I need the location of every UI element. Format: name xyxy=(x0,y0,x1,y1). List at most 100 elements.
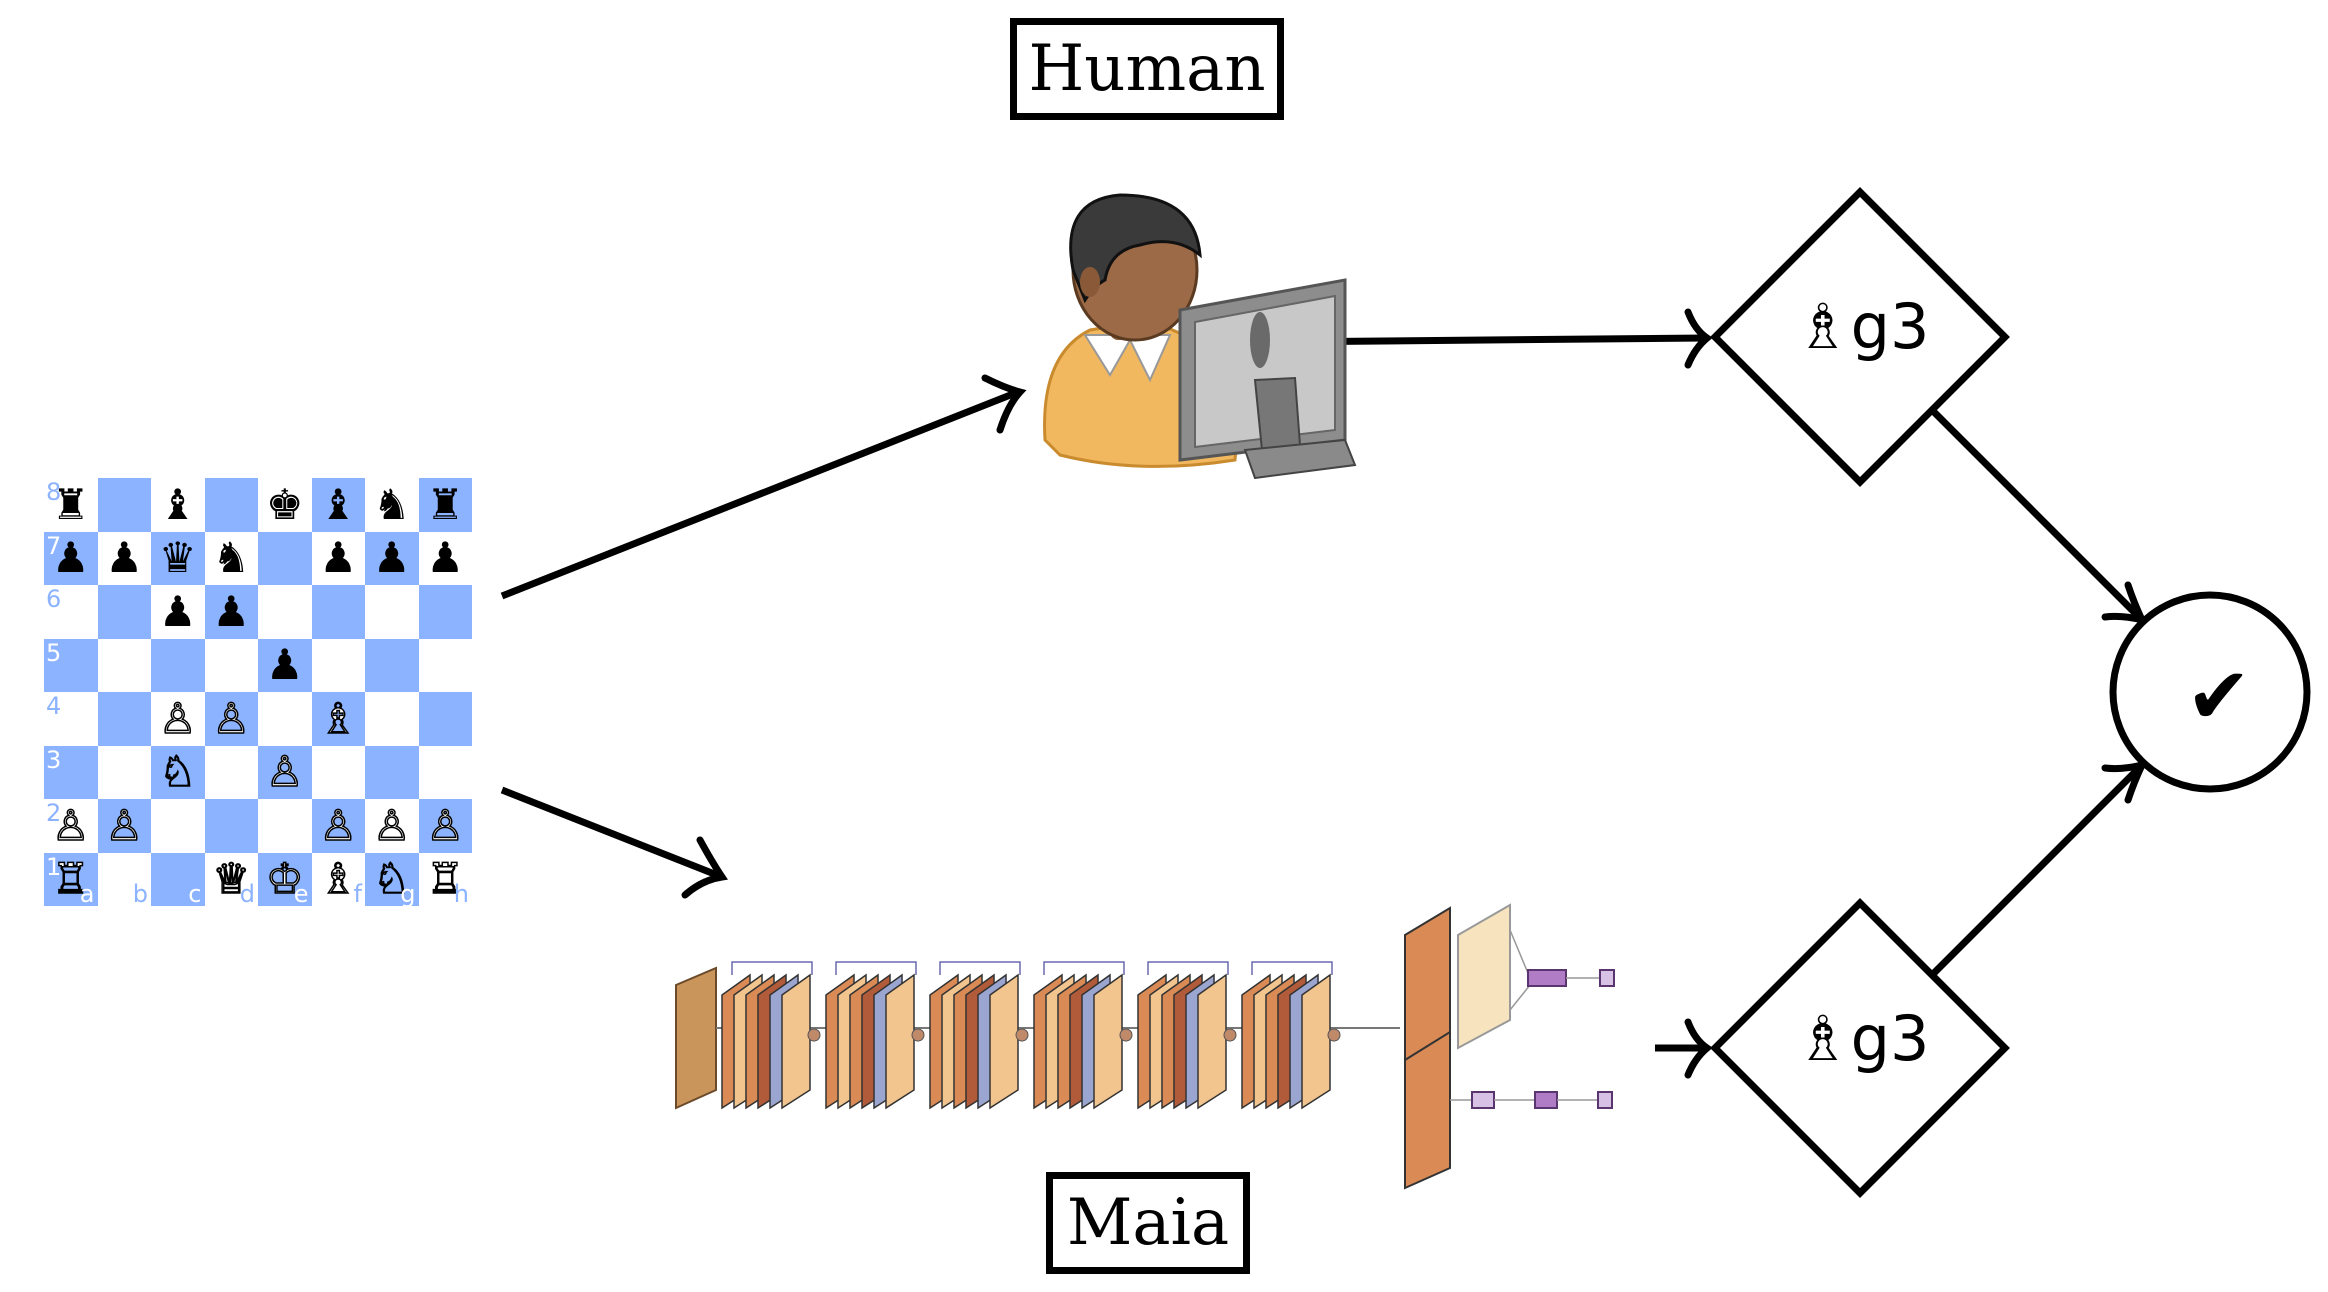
file-label: a xyxy=(79,880,95,906)
chess-piece: ♙ xyxy=(158,693,197,743)
board-square-e7 xyxy=(258,531,312,585)
rank-label: 7 xyxy=(46,531,62,560)
board-square-c4: ♙ xyxy=(151,692,205,746)
board-square-b2: ♙ xyxy=(97,799,151,853)
board-square-h4 xyxy=(418,692,472,746)
skip-connection xyxy=(731,961,813,975)
network-layer xyxy=(781,973,811,1110)
board-square-e5: ♟ xyxy=(258,638,312,692)
chess-piece: ♟ xyxy=(105,533,144,583)
file-label: h xyxy=(453,880,469,906)
board-square-f4: ♗ xyxy=(311,692,365,746)
board-square-a3: 3 xyxy=(44,745,98,799)
board-square-g3 xyxy=(365,745,419,799)
arrow-top-to-check xyxy=(1929,407,2149,626)
arrow-bottom-to-check xyxy=(1929,759,2149,978)
skip-connection-node xyxy=(911,1028,925,1042)
rank-label: 6 xyxy=(46,585,62,613)
chess-piece: ♗ xyxy=(319,854,358,904)
board-square-d1: ♕d xyxy=(204,852,258,906)
board-square-f2: ♙ xyxy=(311,799,365,853)
board-square-b1: b xyxy=(97,852,151,906)
board-square-h3 xyxy=(418,745,472,799)
board-square-d5 xyxy=(204,638,258,692)
board-square-g8: ♞ xyxy=(365,478,419,532)
move-label-top: ♗g3 xyxy=(1795,290,1930,363)
board-square-a6: 6 xyxy=(44,585,98,639)
board-square-f5 xyxy=(311,638,365,692)
chess-piece: ♗ xyxy=(319,693,358,743)
result-circle xyxy=(2109,591,2311,793)
skip-connection-node xyxy=(1015,1028,1029,1042)
skip-connection-node xyxy=(1327,1028,1341,1042)
file-label: d xyxy=(239,880,255,906)
board-square-b3 xyxy=(97,745,151,799)
board-square-h7: ♟ xyxy=(418,531,472,585)
file-label: f xyxy=(353,880,362,906)
chess-piece: ♟ xyxy=(265,640,304,690)
network-layer xyxy=(1301,973,1331,1110)
board-square-c7: ♛ xyxy=(151,531,205,585)
board-square-d2 xyxy=(204,799,258,853)
board-square-d6: ♟ xyxy=(204,585,258,639)
skip-connection-node xyxy=(807,1028,821,1042)
checkmark-icon: ✔ xyxy=(2186,652,2252,742)
rank-label: 1 xyxy=(46,852,62,881)
chess-piece: ♙ xyxy=(319,800,358,850)
human-label: Human xyxy=(1010,18,1284,120)
chess-piece: ♞ xyxy=(372,479,411,529)
skip-connection-node xyxy=(1223,1028,1237,1042)
board-square-c5 xyxy=(151,638,205,692)
chess-piece: ♝ xyxy=(319,479,358,529)
maia-label-text: Maia xyxy=(1066,1186,1230,1260)
board-square-f1: ♗f xyxy=(311,852,365,906)
skip-connection xyxy=(1147,961,1229,975)
chess-piece: ♞ xyxy=(212,533,251,583)
chess-piece: ♟ xyxy=(319,533,358,583)
board-square-e8: ♚ xyxy=(258,478,312,532)
board-square-h8: ♜ xyxy=(418,478,472,532)
chess-piece: ♙ xyxy=(212,693,251,743)
human-label-text: Human xyxy=(1028,32,1266,106)
move-label-bottom: ♗g3 xyxy=(1795,1002,1930,1075)
network-layer xyxy=(1197,973,1227,1110)
chess-piece: ♟ xyxy=(158,586,197,636)
chess-piece: ♜ xyxy=(51,479,90,529)
chess-piece: ♛ xyxy=(158,533,197,583)
file-label: e xyxy=(293,880,309,906)
network-layer xyxy=(1093,973,1123,1110)
board-square-c2 xyxy=(151,799,205,853)
file-label: c xyxy=(188,880,202,906)
board-square-g5 xyxy=(365,638,419,692)
board-square-b4 xyxy=(97,692,151,746)
chess-piece: ♙ xyxy=(265,747,304,797)
file-label: g xyxy=(400,880,416,906)
rank-label: 2 xyxy=(46,799,62,827)
skip-connection xyxy=(939,961,1021,975)
chess-piece: ♙ xyxy=(372,800,411,850)
board-square-a7: ♟7 xyxy=(44,531,98,585)
chess-piece: ♝ xyxy=(158,479,197,529)
board-square-b6 xyxy=(97,585,151,639)
chess-piece: ♙ xyxy=(51,800,90,850)
board-square-e3: ♙ xyxy=(258,745,312,799)
board-square-h1: ♖h xyxy=(418,852,472,906)
board-square-c8: ♝ xyxy=(151,478,205,532)
board-square-g4 xyxy=(365,692,419,746)
rank-label: 8 xyxy=(46,478,62,506)
chess-piece: ♚ xyxy=(265,479,304,529)
board-square-a4: 4 xyxy=(44,692,98,746)
maia-label: Maia xyxy=(1046,1172,1250,1274)
chess-piece: ♙ xyxy=(105,800,144,850)
chess-piece: ♘ xyxy=(372,854,411,904)
board-square-b5 xyxy=(97,638,151,692)
rank-label: 4 xyxy=(46,692,62,720)
board-square-f6 xyxy=(311,585,365,639)
rank-label: 3 xyxy=(46,745,62,774)
network-layer xyxy=(885,973,915,1110)
board-square-e2 xyxy=(258,799,312,853)
board-square-a5: 5 xyxy=(44,638,98,692)
